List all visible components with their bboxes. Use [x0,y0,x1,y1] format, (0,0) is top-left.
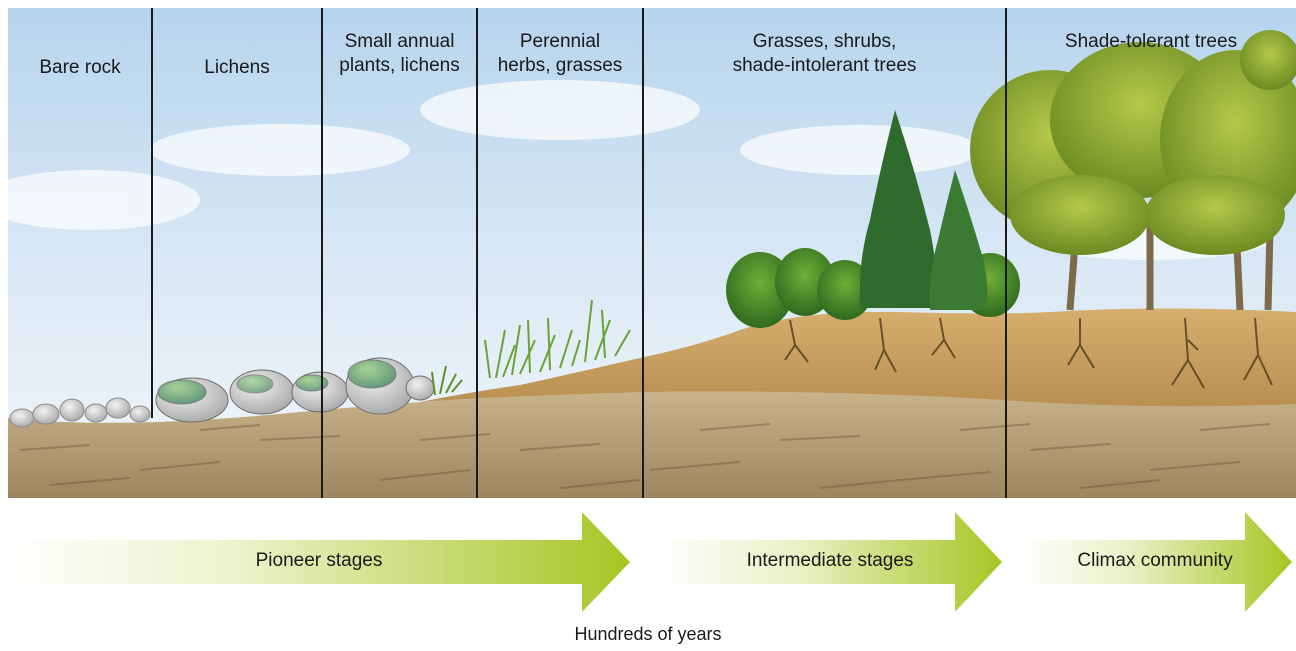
stage-label-bare-rock: Bare rock [8,56,152,80]
stage-label-shade-tolerant-trees: Shade-tolerant trees [1006,30,1296,54]
arrow-label-climax: Climax community [1018,550,1292,572]
arrow-label-pioneer: Pioneer stages [8,550,630,572]
stage-label-perennial-herbs: Perennial herbs, grasses [477,30,643,78]
stage-label-grasses-shrubs: Grasses, shrubs, shade-intolerant trees [643,30,1006,78]
time-axis-label: Hundreds of years [0,624,1296,645]
arrow-label-intermediate: Intermediate stages [658,550,1002,572]
stage-label-small-annual-plants: Small annual plants, lichens [322,30,477,78]
stage-label-lichens: Lichens [152,56,322,80]
